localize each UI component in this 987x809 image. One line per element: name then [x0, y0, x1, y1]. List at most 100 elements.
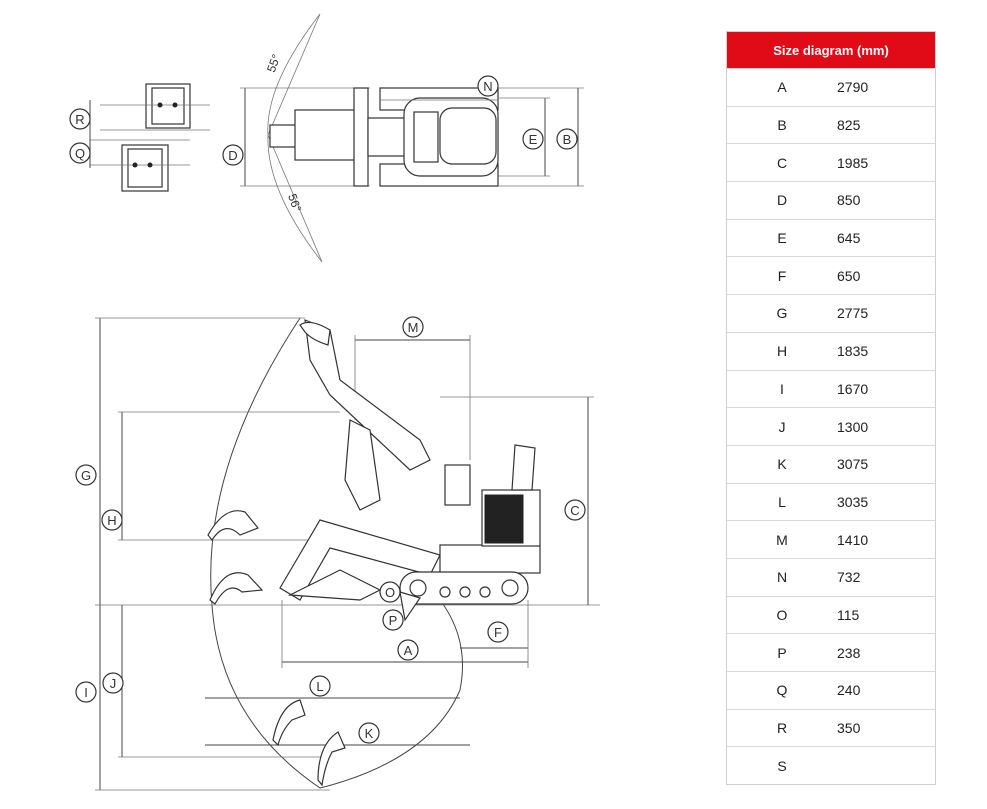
size-key: G: [776, 305, 788, 322]
size-key: P: [777, 644, 787, 661]
size-value: 650: [837, 267, 861, 284]
svg-text:A: A: [404, 643, 413, 658]
size-key: J: [778, 418, 786, 435]
size-key: O: [776, 606, 788, 623]
svg-text:L: L: [316, 679, 323, 694]
size-key: K: [777, 456, 787, 473]
size-key: I: [780, 380, 784, 397]
callout-a: A: [397, 639, 419, 661]
side-view: [95, 317, 600, 791]
angle-left-label: 55°: [264, 52, 283, 74]
size-key: M: [776, 531, 788, 548]
size-table-row: L 3035: [727, 482, 935, 521]
size-table-row: Q 240: [727, 671, 935, 709]
size-key: S: [777, 757, 787, 774]
callout-c: C: [564, 499, 586, 521]
size-table-header: Size diagram (mm): [727, 32, 935, 68]
size-table-row: O 115: [727, 595, 935, 634]
size-value: 732: [837, 569, 861, 586]
size-key: Q: [776, 682, 788, 699]
size-value: 1835: [837, 343, 869, 360]
size-value: 2775: [837, 305, 869, 322]
size-value: 350: [837, 720, 861, 737]
size-value: 2790: [837, 79, 869, 96]
size-value: 850: [837, 192, 861, 209]
svg-text:Q: Q: [75, 146, 85, 161]
size-value: 645: [837, 230, 861, 247]
size-key: L: [778, 493, 786, 510]
callout-n: N: [477, 75, 499, 97]
callout-k: K: [358, 722, 380, 744]
size-table-row: R 350: [727, 708, 935, 747]
size-value: 1300: [837, 418, 869, 435]
svg-text:H: H: [107, 513, 116, 528]
size-key: R: [776, 720, 788, 737]
size-key: H: [776, 343, 788, 360]
svg-text:I: I: [84, 685, 88, 700]
callout-p: P: [382, 609, 404, 631]
size-table-row: N 732: [727, 557, 935, 596]
size-key: B: [777, 117, 787, 134]
size-key: C: [776, 154, 788, 171]
size-key: A: [777, 79, 787, 96]
size-table-row: B 825: [727, 105, 935, 144]
svg-text:G: G: [81, 468, 91, 483]
svg-text:J: J: [110, 676, 117, 691]
callout-b: B: [556, 128, 578, 150]
svg-text:O: O: [385, 585, 395, 600]
size-table-row: J 1300: [727, 407, 935, 445]
size-value: 3075: [837, 456, 869, 473]
svg-text:F: F: [494, 625, 502, 640]
size-key: D: [776, 192, 788, 209]
excavator-dimension-drawing: 55° 56°: [69, 13, 600, 791]
callout-r: R: [69, 108, 91, 130]
size-value: 3035: [837, 493, 869, 510]
size-table-row: M 1410: [727, 520, 935, 558]
svg-text:E: E: [529, 132, 538, 147]
size-table-row: H 1835: [727, 331, 935, 370]
svg-text:K: K: [365, 726, 374, 741]
callout-f: F: [487, 621, 509, 643]
angle-right-label: 56°: [285, 192, 304, 214]
size-table-row: K 3075: [727, 444, 935, 483]
top-view: 55° 56°: [89, 13, 584, 263]
size-key: F: [777, 267, 787, 284]
callout-i: I: [75, 681, 97, 703]
callout-j: J: [102, 672, 124, 694]
size-table-row: P 238: [727, 633, 935, 671]
svg-text:B: B: [563, 132, 572, 147]
svg-text:R: R: [75, 112, 84, 127]
svg-text:N: N: [483, 79, 492, 94]
size-value: 825: [837, 117, 861, 134]
callout-g: G: [75, 464, 97, 486]
callout-e: E: [522, 128, 544, 150]
size-value: 1985: [837, 154, 869, 171]
callout-h: H: [101, 509, 123, 531]
callout-m: M: [402, 316, 424, 338]
size-value: 240: [837, 682, 861, 699]
size-table-row: C 1985: [727, 143, 935, 181]
size-value: 1410: [837, 531, 869, 548]
callout-q: Q: [69, 142, 91, 164]
callout-d: D: [222, 144, 244, 166]
reach-envelope: [210, 317, 463, 789]
size-table-row: S: [727, 746, 935, 784]
size-table-row: A 2790: [727, 68, 935, 106]
svg-text:D: D: [228, 148, 237, 163]
svg-text:P: P: [389, 613, 398, 628]
bucket-top-q: [90, 139, 190, 192]
size-table-row: D 850: [727, 181, 935, 219]
size-value: 115: [837, 606, 860, 623]
size-table-row: F 650: [727, 256, 935, 294]
svg-text:C: C: [570, 503, 579, 518]
callout-o: O: [379, 581, 401, 603]
size-key: E: [777, 230, 787, 247]
size-value: 238: [837, 644, 861, 661]
size-key: N: [776, 569, 788, 586]
callout-l: L: [309, 675, 331, 697]
size-table-row: G 2775: [727, 294, 935, 332]
bucket-top-r: [100, 83, 210, 131]
